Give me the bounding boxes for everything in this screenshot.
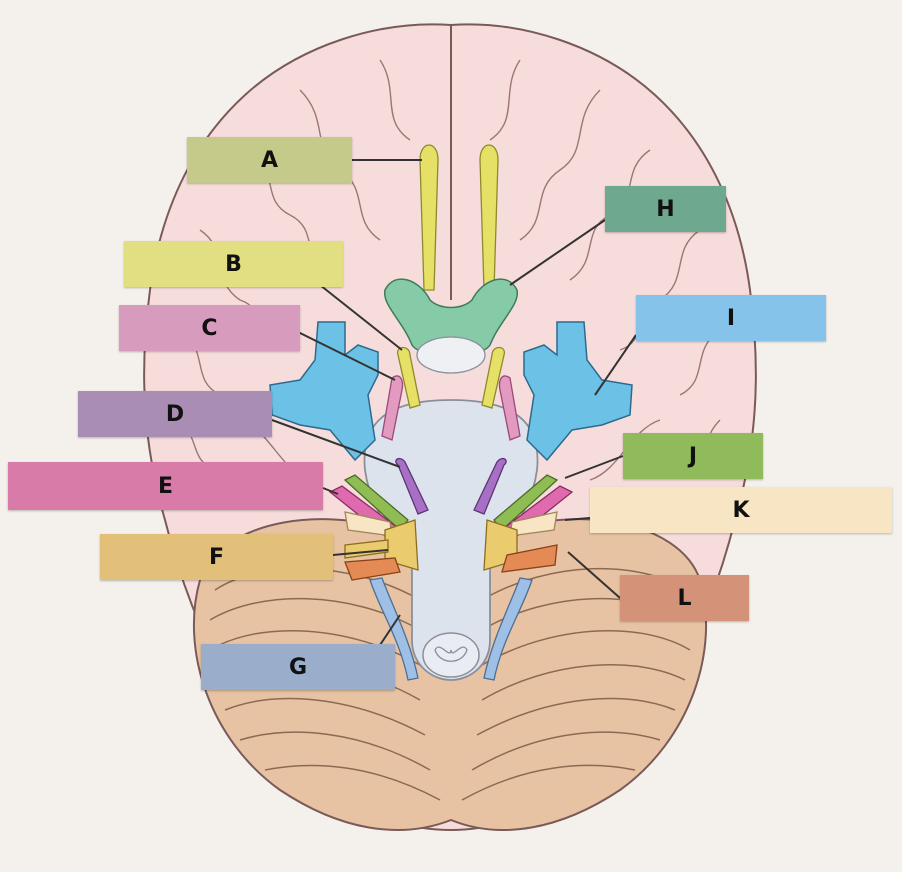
label-text-l: L [677,585,692,611]
medulla-butterfly [434,646,468,662]
leader-line-f [332,549,389,556]
optic-tract-left [397,346,421,409]
label-text-e: E [157,473,174,499]
label-box-d[interactable]: D [78,391,272,437]
label-text-g: G [288,654,308,680]
leader-line-d [271,419,401,468]
label-box-l[interactable]: L [620,575,749,621]
label-text-h: H [656,196,675,222]
leader-line-b [319,284,403,351]
label-text-k: K [732,497,750,523]
leader-line-h [509,219,606,286]
optic-chiasm [384,278,518,357]
label-text-c: C [201,315,218,341]
oculomotor-nerve-right [498,375,521,441]
label-text-f: F [208,544,225,570]
medulla-cross-section [422,632,480,678]
leader-line-i [594,334,637,396]
label-box-f[interactable]: F [100,534,333,580]
label-text-i: I [726,305,736,331]
leader-line-c [297,331,396,381]
label-box-k[interactable]: K [590,487,892,533]
label-box-a[interactable]: A [187,137,352,183]
label-box-c[interactable]: C [119,305,300,351]
label-text-j: J [688,443,698,469]
label-box-g[interactable]: G [201,644,395,690]
pituitary-stalk [416,336,486,374]
leader-line-j [564,455,624,479]
trochlear-nerve-right [473,457,507,515]
leader-line-g [379,614,401,646]
accessory-nerve-left [369,577,419,681]
label-box-h[interactable]: H [605,186,726,232]
label-text-d: D [165,401,185,427]
trigeminal-nerve-left [269,321,379,462]
label-text-a: A [260,147,279,173]
label-box-b[interactable]: B [124,241,343,287]
label-text-b: B [225,251,242,277]
label-box-i[interactable]: I [636,295,826,341]
leader-lines [271,159,637,646]
accessory-nerve-right [483,577,533,681]
trochlear-nerve-left [395,457,429,515]
trigeminal-nerve-right [523,321,633,462]
leader-line-l [567,551,621,599]
leader-line-e [322,487,339,495]
abducens-nerve-green-right [493,474,559,531]
abducens-nerve-green-left [343,474,409,531]
vagus-nerve-orange-left [344,557,401,581]
leader-line-k [564,517,591,521]
vagus-nerve-orange-right [501,544,558,573]
olfactory-bulb-left [419,144,439,291]
oculomotor-nerve-left [381,375,404,441]
label-box-j[interactable]: J [623,433,763,479]
optic-tract-right [481,346,505,409]
label-box-e[interactable]: E [8,462,323,510]
olfactory-bulb-right [479,144,499,291]
